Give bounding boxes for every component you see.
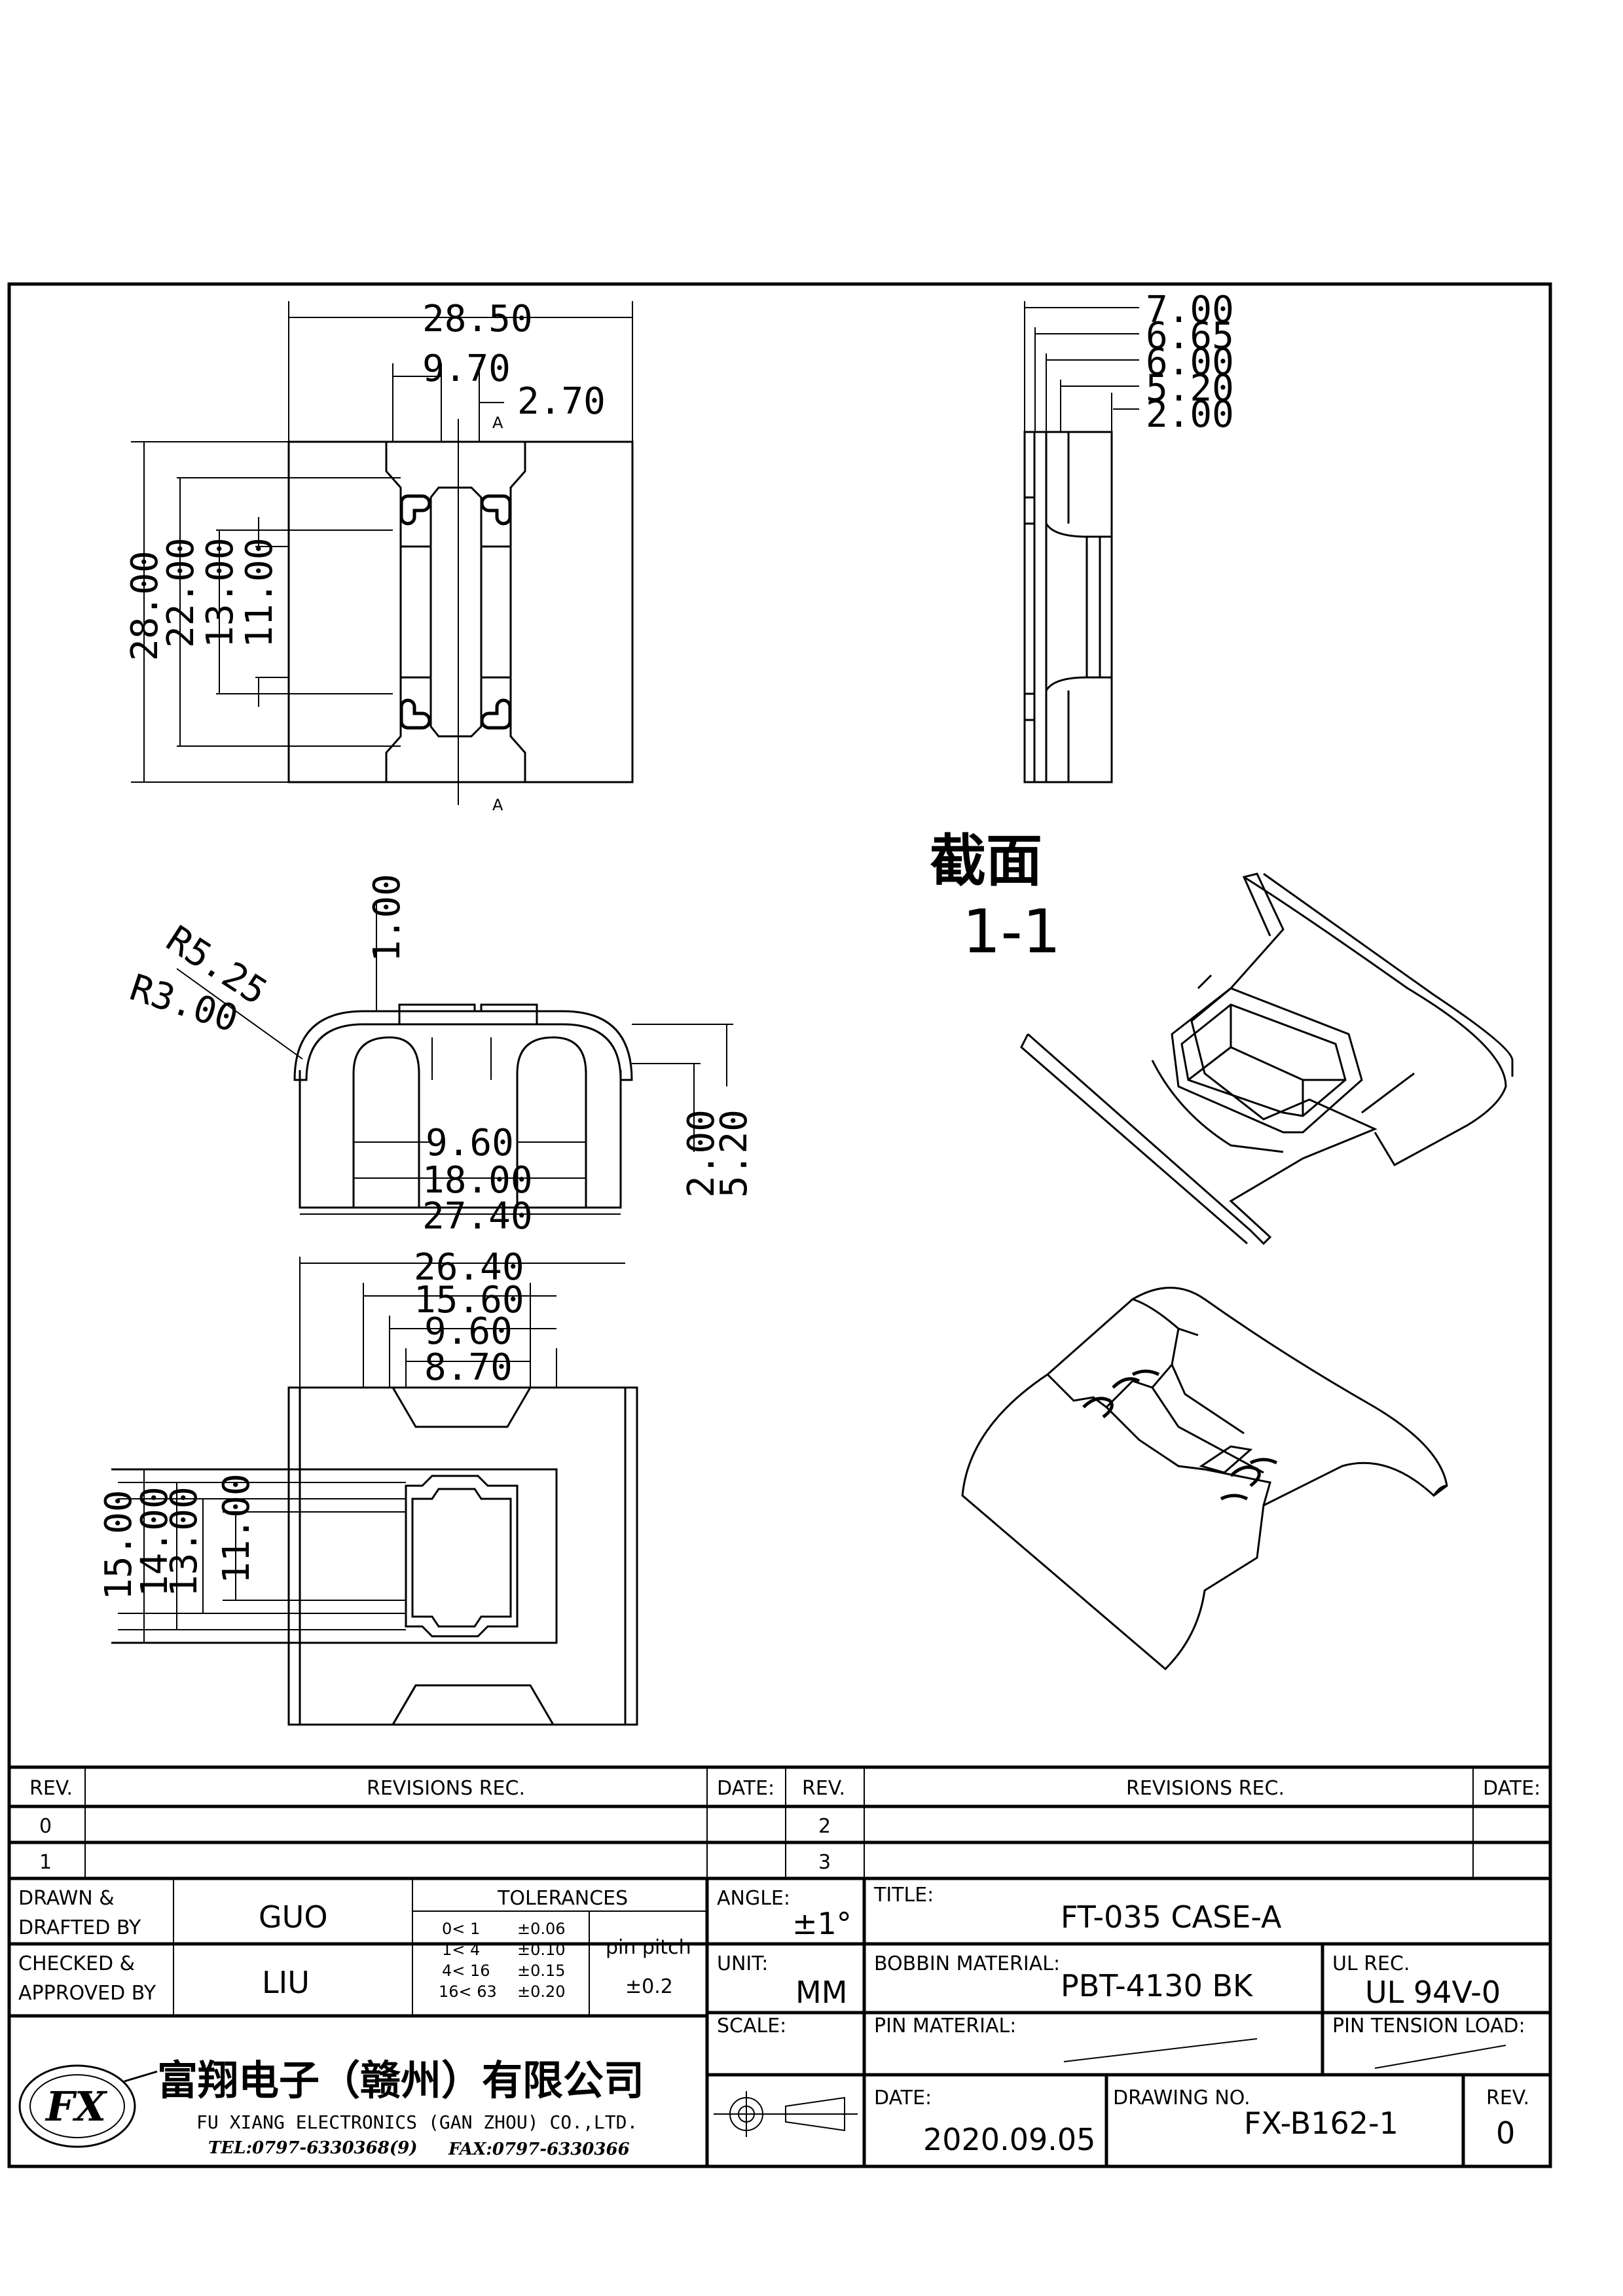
- scale-label: SCALE:: [717, 2015, 786, 2037]
- dim-top-9-70: 9.70: [422, 348, 511, 390]
- rev-row-3: 3: [818, 1851, 831, 1874]
- tol-value-3: ±0.20: [517, 1982, 566, 2001]
- title-block: REV. REVISIONS REC. DATE: REV. REVISIONS…: [9, 1765, 1550, 2166]
- dim-bottom-9-60: 9.60: [424, 1310, 513, 1353]
- dim-top-13-00: 13.00: [199, 537, 242, 648]
- dim-top-2-70: 2.70: [517, 380, 606, 423]
- date-value: 2020.09.05: [923, 2122, 1095, 2157]
- ul-rec-label: UL REC.: [1332, 1952, 1410, 1975]
- tol-value-1: ±0.10: [517, 1941, 566, 1959]
- date-label: DATE:: [874, 2087, 932, 2109]
- logo-text: FX: [45, 2083, 108, 2130]
- pin-tension-label: PIN TENSION LOAD:: [1332, 2015, 1525, 2037]
- approved-by-value: LIU: [262, 1965, 310, 2000]
- ul-rec-value: UL 94V-0: [1365, 1975, 1501, 2010]
- dim-bottom-8-70: 8.70: [424, 1346, 513, 1389]
- section-label-cn: 截面: [930, 829, 1042, 894]
- unit-value: MM: [795, 1975, 847, 2010]
- dim-bottom-14-00: 14.00: [134, 1486, 176, 1597]
- revisions-header-2: REVISIONS REC.: [1126, 1777, 1285, 1800]
- sheet-border: [7, 282, 1552, 2168]
- rev-row-2: 2: [818, 1815, 831, 1838]
- dim-bottom-13-00: 13.00: [163, 1486, 206, 1597]
- bottom-view: 26.40 15.60 9.60 8.70 15.00 14.00 13.00 …: [98, 1246, 638, 1726]
- checked-label: CHECKED &: [18, 1952, 135, 1975]
- company-fax: FAX:0797-6330366: [448, 2140, 630, 2159]
- rev-header-1: REV.: [29, 1777, 73, 1800]
- company-tel: TEL:0797-6330368(9): [208, 2138, 418, 2158]
- front-view: 1.00 R5.25 R3.00 9.60 18.00 27.40 2.00 5…: [125, 874, 756, 1238]
- title-value: FT-035 CASE-A: [1061, 1899, 1282, 1935]
- pin-material-label: PIN MATERIAL:: [874, 2015, 1016, 2037]
- dim-top-28-50: 28.50: [422, 298, 533, 340]
- company-name-en: FU XIANG ELECTRONICS (GAN ZHOU) CO.,LTD.: [196, 2111, 638, 2133]
- tol-range-0: 0< 1: [442, 1920, 480, 1938]
- angle-label: ANGLE:: [717, 1887, 790, 1910]
- drafted-label: DRAFTED BY: [18, 1916, 141, 1939]
- dim-front-27-40: 27.40: [422, 1195, 533, 1238]
- section-mark-a-top: A: [492, 414, 503, 432]
- company-logo: FX: [18, 2064, 158, 2148]
- rev-row-1: 1: [39, 1851, 52, 1874]
- dim-bottom-26-40: 26.40: [414, 1246, 524, 1289]
- bobbin-material-value: PBT-4130 BK: [1061, 1968, 1254, 2003]
- dim-top-11-00: 11.00: [238, 537, 281, 648]
- dim-side-7-00: 7.00: [1146, 289, 1234, 331]
- dim-bottom-11-00: 11.00: [215, 1473, 258, 1584]
- dim-top-28-00: 28.00: [124, 550, 166, 661]
- tol-range-1: 1< 4: [442, 1941, 480, 1959]
- dim-front-9-60: 9.60: [426, 1122, 514, 1164]
- date-header-1: DATE:: [717, 1777, 775, 1800]
- rev-header-2: REV.: [802, 1777, 845, 1800]
- dim-side-5-20: 5.20: [1146, 367, 1234, 410]
- dim-bottom-15-00: 15.00: [98, 1490, 140, 1600]
- side-view: 7.00 6.65 6.00 5.20 2.00: [1023, 289, 1234, 783]
- dim-side-6-00: 6.00: [1146, 341, 1234, 384]
- dim-front-18-00: 18.00: [422, 1159, 533, 1202]
- dim-front-2-00: 2.00: [680, 1109, 723, 1198]
- title-label: TITLE:: [873, 1884, 934, 1907]
- approved-label: APPROVED BY: [18, 1982, 156, 2005]
- date-header-2: DATE:: [1483, 1777, 1541, 1800]
- top-view: 28.50 9.70 2.70 A A 28.00 22.00 13.00 11…: [124, 298, 634, 814]
- angle-value: ±1°: [792, 1906, 852, 1941]
- section-label-id: 1-1: [962, 897, 1061, 967]
- drawn-by-value: GUO: [259, 1899, 328, 1935]
- dim-side-2-00: 2.00: [1146, 393, 1234, 436]
- company-name-cn: 富翔电子（赣州）有限公司: [157, 2056, 644, 2104]
- isometric-view-bottom: [961, 1287, 1448, 1671]
- pin-pitch-value: ±0.2: [625, 1975, 673, 1998]
- tol-range-2: 4< 16: [442, 1962, 490, 1980]
- projection-symbol: [714, 2091, 858, 2137]
- dim-front-5-20: 5.20: [713, 1109, 756, 1198]
- tol-value-2: ±0.15: [517, 1962, 566, 1980]
- section-mark-a-bottom: A: [492, 796, 503, 814]
- rev-value: 0: [1496, 2115, 1515, 2151]
- drawn-label: DRAWN &: [18, 1887, 115, 1910]
- rev-label: REV.: [1486, 2087, 1529, 2109]
- dim-top-22-00: 22.00: [160, 537, 202, 648]
- dim-side-6-65: 6.65: [1146, 315, 1234, 357]
- dim-bottom-15-60: 15.60: [414, 1279, 524, 1321]
- tol-range-3: 16< 63: [439, 1982, 497, 2001]
- isometric-view-top: [1020, 872, 1514, 1246]
- dim-front-1-00: 1.00: [366, 874, 409, 962]
- tol-value-0: ±0.06: [517, 1920, 566, 1938]
- tolerances-label: TOLERANCES: [497, 1887, 628, 1910]
- drawing-no-label: DRAWING NO.: [1113, 2087, 1250, 2109]
- drawing-no-value: FX-B162-1: [1244, 2106, 1398, 2141]
- unit-label: UNIT:: [717, 1952, 768, 1975]
- rev-row-0: 0: [39, 1815, 52, 1838]
- pin-pitch-label: pin pitch: [606, 1936, 691, 1959]
- revisions-header-1: REVISIONS REC.: [367, 1777, 525, 1800]
- bobbin-material-label: BOBBIN MATERIAL:: [874, 1952, 1060, 1975]
